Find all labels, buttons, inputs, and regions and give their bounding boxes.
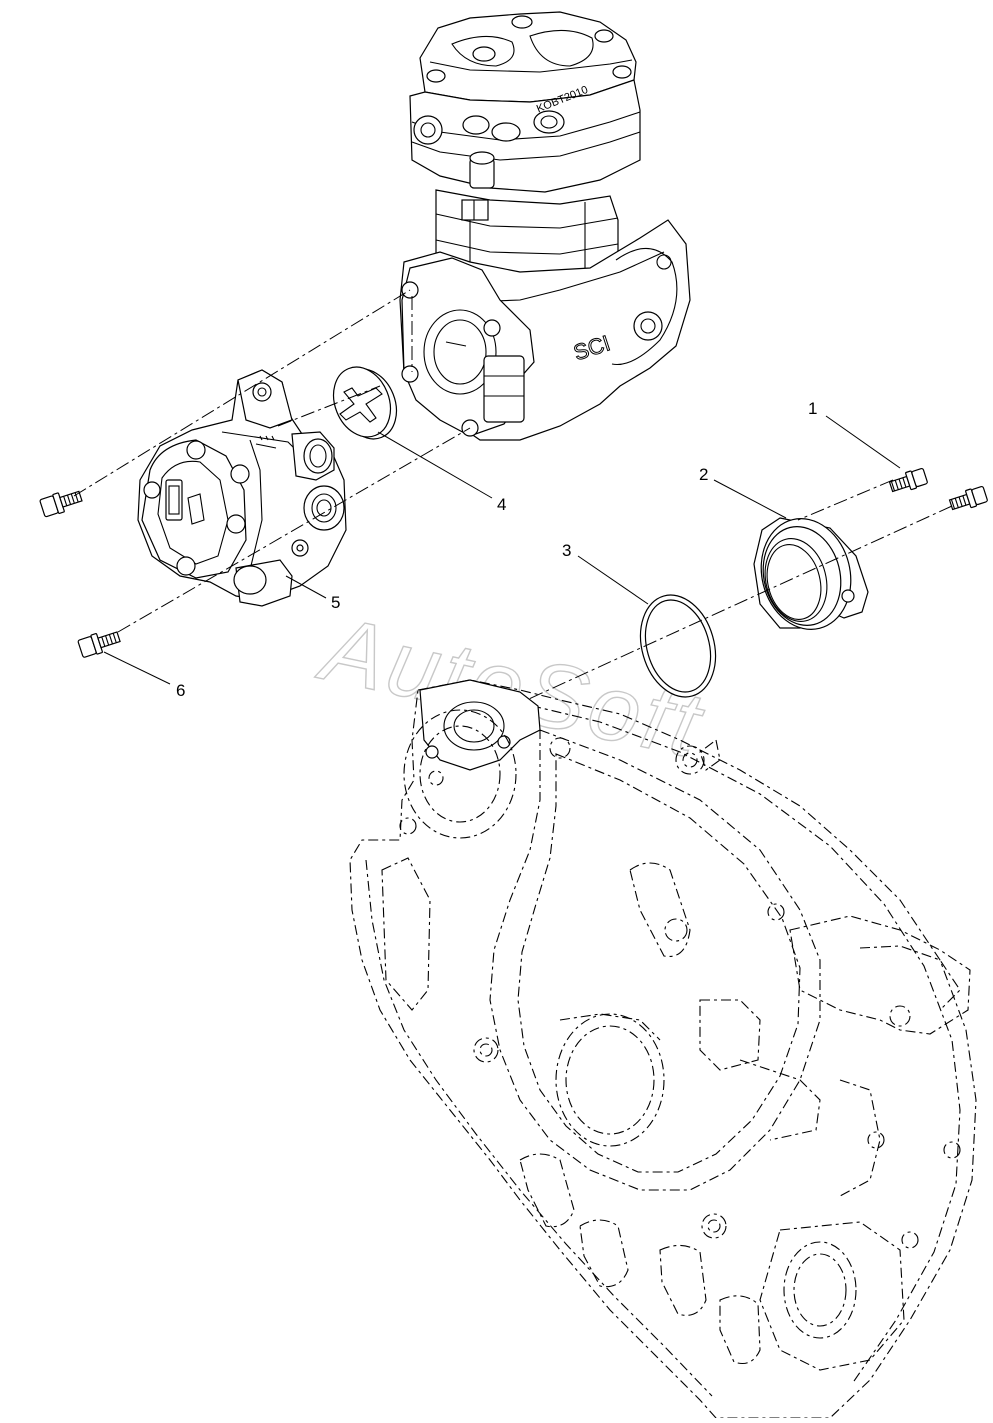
callout-3: 3	[562, 541, 571, 560]
air-compressor: KOBT2010 SCI	[399, 11, 691, 441]
callouts: 1 2 3 4 5 6	[103, 399, 901, 700]
callout-6: 6	[176, 681, 185, 700]
steering-pump	[137, 369, 347, 607]
callout-1: 1	[808, 399, 817, 418]
callout-2: 2	[699, 465, 708, 484]
seal-cover	[753, 517, 869, 630]
assembly-lines	[73, 289, 953, 725]
bolt-6-left	[39, 490, 83, 518]
bolt-1b	[948, 485, 988, 511]
callout-5: 5	[331, 593, 340, 612]
coupling-disc	[332, 366, 398, 440]
callout-4: 4	[497, 495, 506, 514]
flywheel-housing	[349, 679, 977, 1419]
bolt-6	[77, 631, 121, 658]
bolt-1	[888, 467, 928, 493]
